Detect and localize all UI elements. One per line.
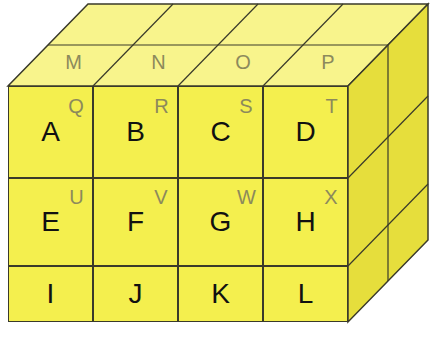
cube-letter: D	[295, 116, 315, 148]
cube-letter: Q	[68, 95, 84, 118]
cube-letter: G	[210, 206, 232, 238]
cube-letter: N	[151, 51, 165, 74]
cube-letter: T	[325, 95, 337, 118]
back-cube-label: X	[322, 185, 340, 210]
back-cube-label: S	[237, 94, 255, 119]
cube-letter: B	[126, 116, 145, 148]
cube-letter: J	[129, 278, 143, 310]
back-cube-label: T	[323, 94, 340, 119]
front-cube-face: J	[93, 266, 178, 322]
cube-letter: H	[295, 206, 315, 238]
back-cube-label: O	[233, 50, 253, 75]
cube-letter: F	[127, 206, 144, 238]
cube-letter: W	[237, 186, 256, 209]
back-cube-label: N	[149, 50, 168, 75]
cube-letter: V	[154, 186, 167, 209]
back-cube-label: Q	[66, 94, 86, 119]
back-cube-label: W	[235, 185, 258, 210]
cube-letter: P	[321, 51, 334, 74]
front-cube-face: L	[263, 266, 348, 322]
back-cube-label: M	[63, 50, 84, 75]
back-cube-label: U	[67, 185, 86, 210]
back-cube-label: P	[319, 50, 337, 75]
cube-letter: R	[154, 95, 168, 118]
cube-letter: S	[239, 95, 252, 118]
cube-letter: M	[65, 51, 82, 74]
back-cube-label: R	[152, 94, 171, 119]
top-face-lines	[48, 4, 388, 86]
back-cube-label: V	[152, 185, 170, 210]
cube-letter: E	[41, 206, 60, 238]
cube-letter: K	[211, 278, 230, 310]
cube-letter: O	[235, 51, 251, 74]
front-cube-face: K	[178, 266, 263, 322]
right-face-lines	[348, 45, 428, 281]
cube-letter: I	[47, 278, 55, 310]
cube-letter: C	[210, 116, 230, 148]
cube-letter: X	[324, 186, 337, 209]
right-face	[348, 4, 428, 322]
cube-letter: L	[298, 278, 314, 310]
cube-letter: A	[41, 116, 60, 148]
front-cube-face: I	[8, 266, 93, 322]
cube-letter: U	[69, 186, 83, 209]
